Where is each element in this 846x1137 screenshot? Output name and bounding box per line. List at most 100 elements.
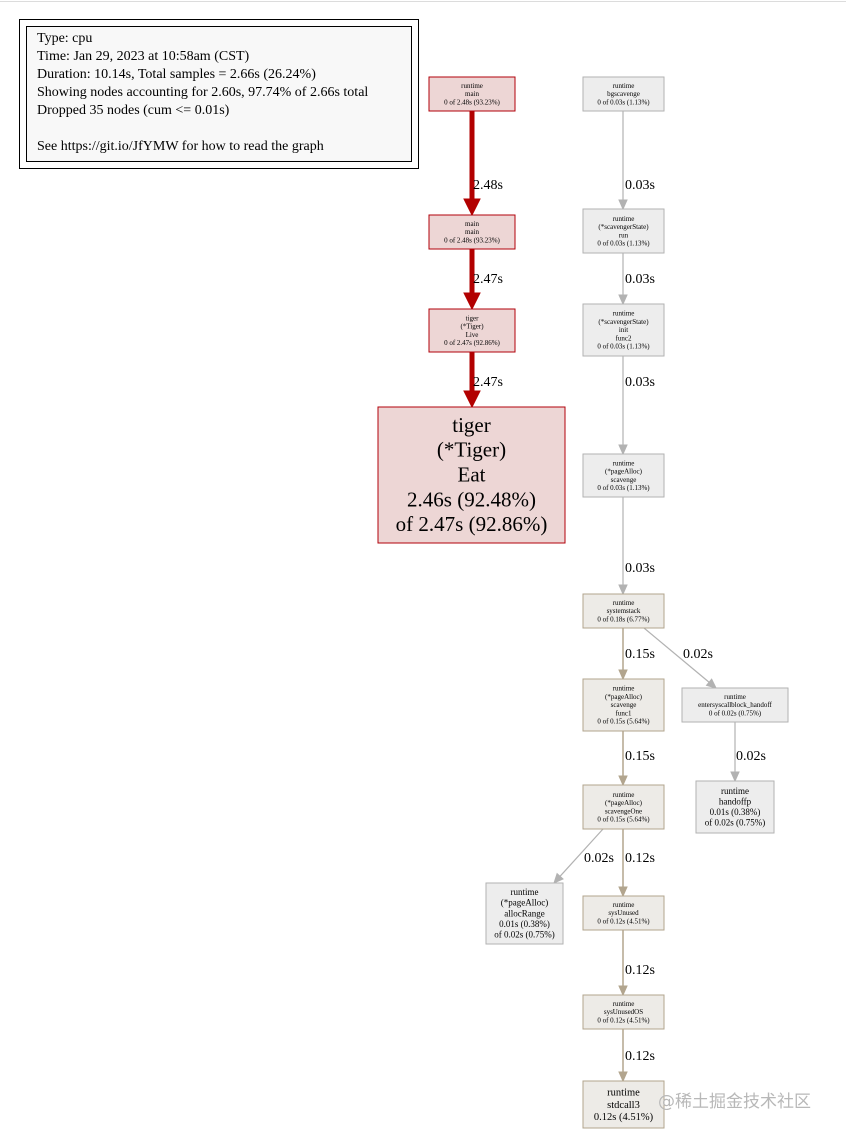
- edge-line: [559, 828, 604, 877]
- node-label-line: runtime: [461, 82, 483, 90]
- node-box: [582, 895, 665, 931]
- node-label-line: run: [619, 231, 629, 239]
- node-label-line: main: [465, 220, 479, 228]
- edge-arrowhead: [618, 775, 628, 787]
- edge-arrowhead: [618, 444, 628, 456]
- edge-label: 0.03s: [625, 178, 655, 193]
- node-box: [428, 76, 516, 112]
- node-label-line: 0 of 0.03s (1.13%): [597, 343, 650, 351]
- edge-scavengerstate-init-func2-to-pagealloc-scavenge: 0.03s: [618, 356, 655, 456]
- legend-duration: Duration: 10.14s, Total samples = 2.66s …: [37, 67, 316, 82]
- edge-label: 0.15s: [625, 647, 655, 662]
- node-box: [582, 678, 665, 732]
- legend-showing: Showing nodes accounting for 2.60s, 97.7…: [37, 85, 369, 100]
- node-label-line: (*pageAlloc): [605, 468, 643, 476]
- edge-arrowhead: [618, 294, 628, 306]
- edge-label: 0.03s: [625, 561, 655, 576]
- node-label-line: scavenge: [611, 701, 637, 709]
- edge-label: 0.12s: [625, 1049, 655, 1064]
- edge-arrowhead: [618, 669, 628, 681]
- edge-label: 0.12s: [625, 963, 655, 978]
- node-label-line: allocRange: [504, 908, 544, 918]
- edge-scavengerstate-run-to-scavengerstate-init-func2: 0.03s: [618, 253, 655, 306]
- node-box: [681, 687, 789, 723]
- node-label-line: bgscavenge: [607, 90, 640, 98]
- edge-runtime-bgscavenge-to-scavengerstate-run: 0.03s: [618, 111, 655, 211]
- legend-dropped: Dropped 35 nodes (cum <= 0.01s): [37, 103, 230, 118]
- node-label-line: main: [465, 90, 479, 98]
- edge-entersyscallblock-handoff-to-runtime-handoffp: 0.02s: [730, 722, 766, 783]
- node-label-line: runtime: [613, 901, 635, 909]
- legend-type: Type: cpu: [37, 31, 93, 46]
- node-label-line: sysUnusedOS: [604, 1008, 643, 1016]
- node-box: [428, 308, 516, 353]
- node-box: [377, 406, 566, 544]
- edge-label: 0.02s: [736, 749, 766, 764]
- node-label-line: Live: [466, 331, 479, 339]
- node-label-line: scavenge: [611, 476, 637, 484]
- edge-arrowhead: [618, 985, 628, 997]
- edge-runtime-systemstack-to-pagealloc-scavenge-func1: 0.15s: [618, 628, 655, 681]
- node-box: [582, 593, 665, 629]
- node-label-line: 0 of 2.47s (92.86%): [444, 339, 500, 347]
- node-label-line: runtime: [613, 599, 635, 607]
- node-label-line: 0 of 0.03s (1.13%): [597, 240, 650, 248]
- node-box: [582, 1080, 665, 1129]
- edge-label: 0.03s: [625, 272, 655, 287]
- node-box: [485, 882, 564, 945]
- edge-label: 0.02s: [584, 851, 614, 866]
- node-label-line: runtime: [724, 693, 746, 701]
- edge-label: 2.47s: [473, 375, 503, 390]
- edge-runtime-sysunusedos-to-runtime-stdcall3: 0.12s: [618, 1029, 655, 1083]
- node-label-line: (*Tiger): [437, 438, 506, 462]
- node-label-line: runtime: [511, 887, 539, 897]
- edge-line: [643, 627, 710, 683]
- node-label-line: runtime: [721, 786, 749, 796]
- node-label-line: runtime: [613, 685, 635, 693]
- legend-help-link[interactable]: See https://git.io/JfYMW for how to read…: [37, 139, 324, 154]
- node-label-line: stdcall3: [607, 1100, 640, 1111]
- node-box: [582, 76, 665, 112]
- node-label-line: Eat: [458, 463, 486, 487]
- node-label-line: (*pageAlloc): [605, 799, 643, 807]
- node-label-line: 0 of 0.15s (5.64%): [597, 816, 650, 824]
- node-label-line: scavengeOne: [605, 807, 642, 815]
- legend-panel: Type: cpu Time: Jan 29, 2023 at 10:58am …: [26, 26, 412, 162]
- edge-arrowhead: [618, 1071, 628, 1083]
- watermark: @稀土掘金技术社区: [658, 1092, 811, 1112]
- edge-runtime-systemstack-to-entersyscallblock-handoff: 0.02s: [643, 627, 717, 689]
- edge-pagealloc-scavengeone-to-pagealloc-allocrange: 0.02s: [553, 828, 614, 884]
- node-label-line: of 0.02s (0.75%): [705, 818, 766, 828]
- node-label-line: (*pageAlloc): [605, 693, 643, 701]
- edge-runtime-main-to-main-main: 2.48s: [463, 111, 503, 217]
- node-label-line: (*pageAlloc): [501, 898, 548, 908]
- node-box: [582, 994, 665, 1030]
- node-label-line: 0 of 0.15s (5.64%): [597, 718, 650, 726]
- edge-label: 0.02s: [683, 647, 713, 662]
- node-box: [582, 453, 665, 498]
- edge-label: 2.48s: [473, 178, 503, 193]
- node-label-line: systemstack: [607, 607, 641, 615]
- top-border: [0, 1, 846, 2]
- node-label-line: 2.46s (92.48%): [407, 487, 536, 511]
- node-label-line: runtime: [613, 791, 635, 799]
- edge-arrowhead: [705, 678, 717, 689]
- node-box: [582, 303, 665, 357]
